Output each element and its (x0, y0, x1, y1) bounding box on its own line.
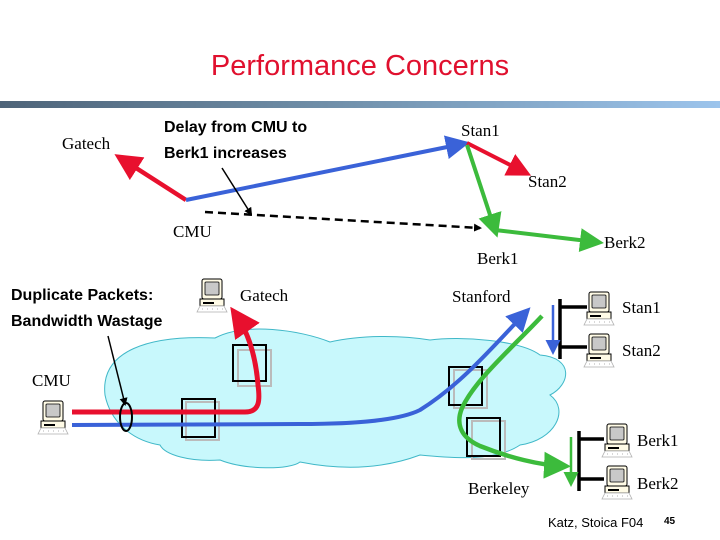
path-stan1-to-stan2 (466, 141, 532, 176)
bottom-label-berkeley: Berkeley (468, 479, 530, 498)
path-berk1-to-berk2 (494, 228, 604, 253)
bottom-label-berk2: Berk2 (637, 474, 679, 493)
bottom-red-path-to-gatech (72, 306, 262, 415)
top-diagram: Gatech Delay from CMU to Berk1 increases… (62, 119, 646, 268)
path-stan1-to-berk1 (465, 144, 502, 238)
computer-stan2-icon (583, 333, 615, 368)
duplicate-annotation-line1: Duplicate Packets: (11, 287, 153, 304)
slide-title: Performance Concerns (210, 50, 510, 82)
network-cloud (104, 328, 567, 469)
page-number: 45 (664, 516, 676, 527)
computer-stan1-icon (583, 291, 615, 326)
bottom-label-stan2: Stan2 (622, 341, 661, 360)
computer-gatech-icon (196, 278, 228, 313)
duplicate-packets-highlight (119, 402, 133, 432)
computer-berk1-icon (601, 423, 633, 458)
delay-annotation-line1: Delay from CMU to (164, 119, 307, 136)
bottom-label-gatech: Gatech (240, 286, 289, 305)
top-label-stan1: Stan1 (461, 121, 500, 140)
computer-cmu-icon (37, 400, 69, 435)
top-label-berk1: Berk1 (477, 249, 519, 268)
title-divider (0, 101, 720, 108)
top-label-berk2: Berk2 (604, 233, 646, 252)
footer-authors: Katz, Stoica F04 (548, 515, 643, 530)
bottom-label-berk1: Berk1 (637, 431, 679, 450)
duplicate-pointer-arrow (107, 335, 128, 406)
dashed-path-cmu-to-berk1 (204, 210, 482, 232)
top-label-gatech: Gatech (62, 134, 111, 153)
computer-berk2-icon (601, 465, 633, 500)
top-label-cmu: CMU (173, 222, 212, 241)
duplicate-annotation-line2: Bandwidth Wastage (11, 313, 163, 330)
bottom-label-cmu: CMU (32, 371, 71, 390)
path-cmu-to-stan1 (185, 135, 470, 202)
bottom-diagram: Duplicate Packets: Bandwidth Wastage Gat… (11, 278, 679, 500)
delay-pointer-arrow (221, 167, 253, 216)
bottom-label-stan1: Stan1 (622, 298, 661, 317)
delay-annotation-line2: Berk1 increases (164, 145, 287, 162)
bottom-blue-path-to-stanford (71, 307, 531, 427)
router-box-2 (181, 398, 220, 441)
bottom-green-path-to-berkeley (457, 314, 571, 479)
top-label-stan2: Stan2 (528, 172, 567, 191)
bottom-label-stanford: Stanford (452, 287, 511, 306)
path-cmu-to-gatech (114, 154, 188, 202)
